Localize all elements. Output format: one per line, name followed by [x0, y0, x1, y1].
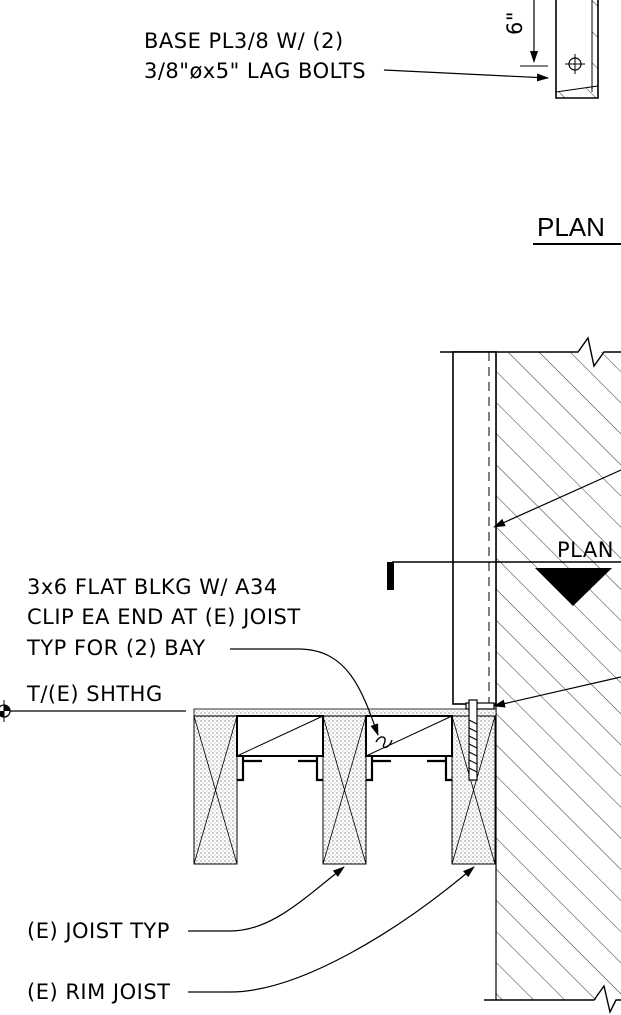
- joist-leader: [188, 866, 345, 932]
- blocking-leader: [230, 648, 379, 736]
- blocking-label-line2: CLIP EA END AT (E) JOIST: [27, 605, 301, 629]
- section-cut-marker: [387, 561, 621, 606]
- break-line-top: [440, 336, 621, 368]
- existing-sheathing: [193, 702, 497, 717]
- blocking-bay-2: [365, 715, 453, 782]
- base-plate-label-line2: 3/8"øx5" LAG BOLTS: [144, 59, 366, 83]
- post: [452, 351, 497, 705]
- base-plate-detail: [383, 0, 599, 99]
- joist-2: [322, 715, 367, 865]
- blocking-bay-1: [236, 715, 324, 782]
- existing-wall: [495, 352, 621, 1000]
- rim-joist-leader: [188, 866, 475, 993]
- rim-joist-label: (E) RIM JOIST: [27, 980, 170, 1004]
- break-line-bottom: [484, 984, 621, 1015]
- lag-bolt: [468, 699, 478, 781]
- dimension-6in: 6": [503, 11, 527, 35]
- sheathing-level-marker: [0, 700, 186, 722]
- plan-view-title: PLAN: [537, 212, 605, 242]
- blocking-label-line1: 3x6 FLAT BLKG W/ A34: [27, 575, 278, 599]
- joist-1: [193, 715, 238, 865]
- base-plate-label-line1: BASE PL3/8 W/ (2): [144, 29, 344, 53]
- base-plate-leader-arrow: [493, 676, 621, 708]
- sheathing-label: T/(E) SHTHG: [26, 682, 163, 706]
- joist-label: (E) JOIST TYP: [27, 919, 170, 943]
- section-marker-label: PLAN: [557, 538, 614, 562]
- post-leader-arrow: [493, 469, 621, 528]
- blocking-label-line3: TYP FOR (2) BAY: [26, 636, 206, 660]
